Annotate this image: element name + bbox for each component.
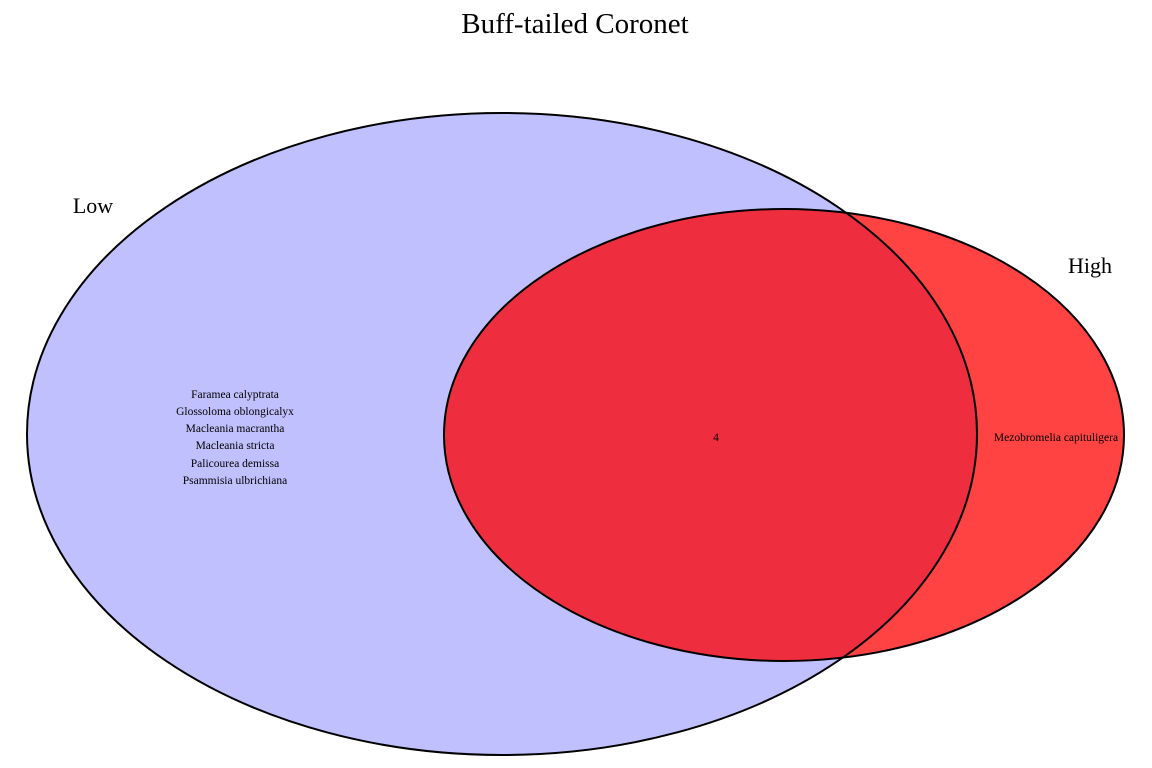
low-only-items: Faramea calyptrata Glossoloma oblongical… <box>176 389 294 487</box>
low-item: Glossoloma oblongicalyx <box>176 406 294 418</box>
high-set-label: High <box>1068 253 1112 278</box>
low-item: Macleania stricta <box>196 440 275 452</box>
low-set-label: Low <box>73 193 113 218</box>
low-item: Psammisia ulbrichiana <box>183 475 287 487</box>
low-item: Faramea calyptrata <box>191 389 279 401</box>
low-item: Macleania macrantha <box>186 423 285 435</box>
diagram-title: Buff-tailed Coronet <box>461 8 688 40</box>
high-set-outline <box>443 208 1125 662</box>
low-item: Palicourea demissa <box>191 458 279 470</box>
intersection-count: 4 <box>713 432 719 444</box>
high-item: Mezobromelia capituligera <box>994 432 1118 444</box>
low-set-outline <box>26 112 978 756</box>
